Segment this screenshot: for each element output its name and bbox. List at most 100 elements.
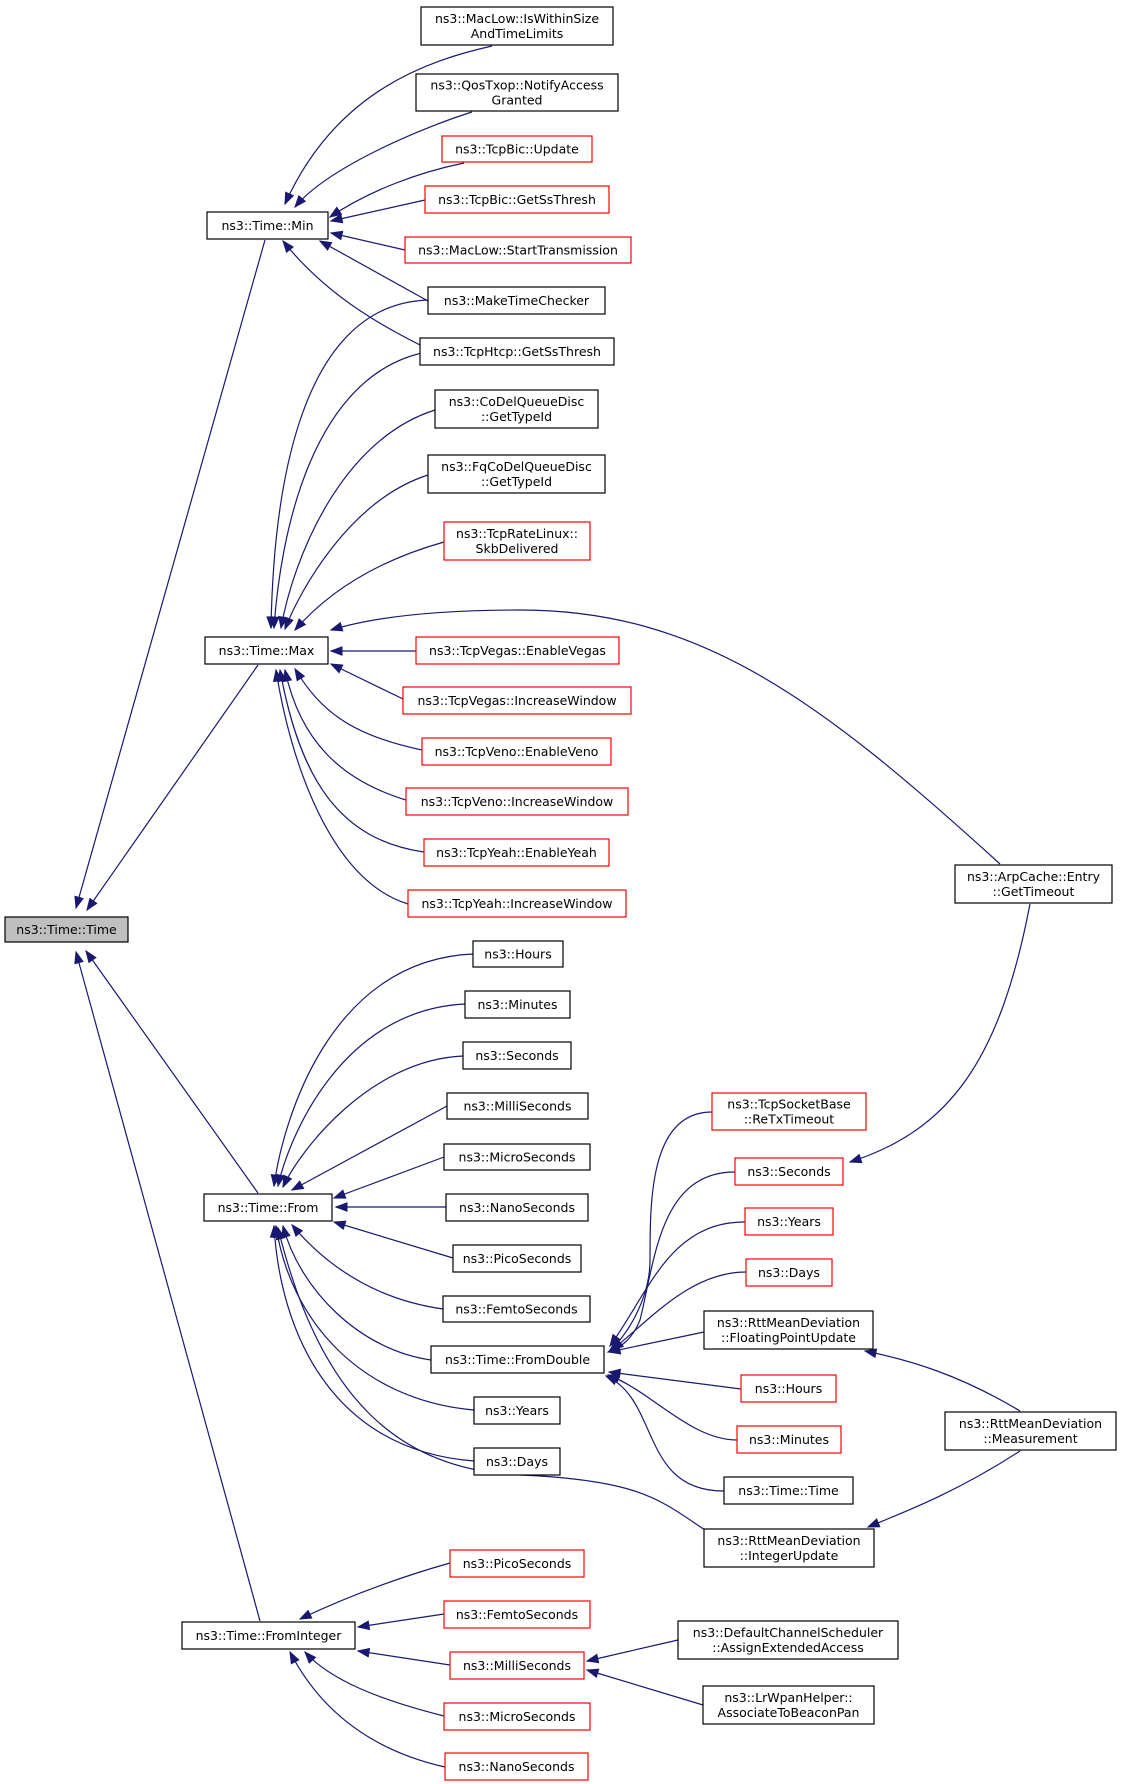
node-n42[interactable]: ns3::RttMeanDeviation::Measurement xyxy=(944,1411,1117,1451)
node-label: ns3::TcpVegas::IncreaseWindow xyxy=(417,693,616,708)
node-n13[interactable]: ns3::FqCoDelQueueDisc::GetTypeId xyxy=(427,454,606,494)
node-label: ns3::MacLow::StartTransmission xyxy=(418,243,618,258)
node-n27[interactable]: ns3::NanoSeconds xyxy=(445,1193,589,1222)
node-box xyxy=(441,135,593,163)
node-label: ns3::TcpBic::Update xyxy=(455,142,579,157)
arrowhead-n45-to-n4 xyxy=(356,1647,371,1658)
node-n7[interactable]: ns3::TcpBic::Update xyxy=(441,135,593,163)
arrowhead-n28-to-n3 xyxy=(332,1220,347,1231)
node-label: ns3::RttMeanDeviation xyxy=(959,1416,1102,1431)
node-n45[interactable]: ns3::MilliSeconds xyxy=(449,1651,585,1680)
node-label: ::GetTypeId xyxy=(481,474,552,489)
node-n35[interactable]: ns3::Years xyxy=(744,1207,834,1236)
arrowhead-n2-to-n0 xyxy=(86,897,98,912)
node-n48[interactable]: ns3::DefaultChannelScheduler::AssignExte… xyxy=(677,1620,899,1660)
edge-n43-to-n4 xyxy=(299,1562,451,1620)
node-n10[interactable]: ns3::MakeTimeChecker xyxy=(427,286,606,315)
node-n21[interactable]: ns3::ArpCache::Entry::GetTimeout xyxy=(954,864,1113,904)
node-n20[interactable]: ns3::TcpYeah::IncreaseWindow xyxy=(407,889,627,918)
node-n49[interactable]: ns3::LrWpanHelper::AssociateToBeaconPan xyxy=(702,1685,875,1725)
arrowhead-n48-to-n45 xyxy=(585,1653,600,1664)
node-label: ::ReTxTimeout xyxy=(744,1112,834,1127)
node-n29[interactable]: ns3::FemtoSeconds xyxy=(442,1295,591,1323)
node-n25[interactable]: ns3::MilliSeconds xyxy=(446,1092,589,1120)
node-n4[interactable]: ns3::Time::FromInteger xyxy=(181,1621,356,1650)
node-n30[interactable]: ns3::Time::FromDouble xyxy=(430,1345,605,1374)
node-box xyxy=(723,1476,854,1505)
node-box xyxy=(444,1752,589,1781)
node-n17[interactable]: ns3::TcpVeno::EnableVeno xyxy=(421,737,612,766)
node-label: ns3::Hours xyxy=(755,1381,822,1396)
node-n24[interactable]: ns3::Seconds xyxy=(462,1041,572,1070)
node-box xyxy=(443,1143,591,1171)
node-label: ns3::Time::Min xyxy=(221,218,313,233)
node-n38[interactable]: ns3::Hours xyxy=(740,1374,837,1403)
node-n22[interactable]: ns3::Hours xyxy=(472,940,564,968)
node-box xyxy=(206,211,329,240)
edge-n37-to-n30 xyxy=(608,1331,705,1353)
arrowhead-n20-to-n2 xyxy=(272,668,283,683)
edge-n21-to-n2 xyxy=(330,609,1001,865)
node-n41[interactable]: ns3::RttMeanDeviation::IntegerUpdate xyxy=(703,1528,875,1568)
node-label: ns3::Days xyxy=(758,1265,820,1280)
edge-n41-to-n3 xyxy=(277,1227,706,1531)
node-label: ns3::MicroSeconds xyxy=(459,1150,576,1165)
node-box xyxy=(745,1258,833,1287)
node-n28[interactable]: ns3::PicoSeconds xyxy=(452,1244,582,1273)
edge-n11-to-n2 xyxy=(273,350,433,629)
edge-n47-to-n4 xyxy=(289,1651,446,1768)
node-box xyxy=(954,864,1113,904)
node-label: ns3::FemtoSeconds xyxy=(456,1607,578,1622)
node-label: ns3::Years xyxy=(757,1214,821,1229)
node-label: AssociateToBeaconPan xyxy=(718,1705,860,1720)
node-n44[interactable]: ns3::FemtoSeconds xyxy=(443,1600,591,1629)
node-n0[interactable]: ns3::Time::Time xyxy=(4,916,129,943)
node-label: ns3::Days xyxy=(486,1454,548,1469)
node-n14[interactable]: ns3::TcpRateLinux::SkbDelivered xyxy=(443,521,591,561)
node-n37[interactable]: ns3::RttMeanDeviation::FloatingPointUpda… xyxy=(703,1310,874,1350)
edge-n7-to-n1 xyxy=(329,162,465,218)
edge-n32-to-n3 xyxy=(273,1225,475,1462)
node-n18[interactable]: ns3::TcpVeno::IncreaseWindow xyxy=(405,787,629,816)
node-box xyxy=(404,236,632,264)
edge-n14-to-n2 xyxy=(294,541,445,631)
node-n11[interactable]: ns3::TcpHtcp::GetSsThresh xyxy=(419,337,615,366)
arrowhead-n10-to-n1 xyxy=(318,240,333,251)
edge-n42-to-n41 xyxy=(867,1450,1021,1528)
node-n39[interactable]: ns3::Minutes xyxy=(736,1425,842,1454)
node-n31[interactable]: ns3::Years xyxy=(473,1396,561,1425)
arrowhead-n41-to-n3 xyxy=(275,1226,286,1241)
node-label: ns3::RttMeanDeviation xyxy=(717,1315,860,1330)
node-n15[interactable]: ns3::TcpVegas::EnableVegas xyxy=(415,636,620,665)
node-box xyxy=(446,1092,589,1120)
node-n1[interactable]: ns3::Time::Min xyxy=(206,211,329,240)
node-box xyxy=(734,1157,844,1186)
node-box xyxy=(449,1549,585,1578)
node-n46[interactable]: ns3::MicroSeconds xyxy=(443,1702,591,1731)
node-n3[interactable]: ns3::Time::From xyxy=(203,1193,333,1222)
node-n16[interactable]: ns3::TcpVegas::IncreaseWindow xyxy=(402,686,632,715)
node-n32[interactable]: ns3::Days xyxy=(473,1447,561,1476)
arrowhead-n27-to-n3 xyxy=(334,1202,348,1212)
node-n47[interactable]: ns3::NanoSeconds xyxy=(444,1752,589,1781)
node-n36[interactable]: ns3::Days xyxy=(745,1258,833,1287)
node-label: AndTimeLimits xyxy=(471,26,564,41)
edge-n26-to-n3 xyxy=(333,1156,445,1199)
node-n34[interactable]: ns3::Seconds xyxy=(734,1157,844,1186)
node-n9[interactable]: ns3::MacLow::StartTransmission xyxy=(404,236,632,264)
node-n40[interactable]: ns3::Time::Time xyxy=(723,1476,854,1505)
edge-n39-to-n30 xyxy=(607,1374,738,1441)
node-n26[interactable]: ns3::MicroSeconds xyxy=(443,1143,591,1171)
node-n19[interactable]: ns3::TcpYeah::EnableYeah xyxy=(423,838,610,867)
node-n23[interactable]: ns3::Minutes xyxy=(464,990,571,1019)
node-n2[interactable]: ns3::Time::Max xyxy=(204,636,329,665)
edge-n45-to-n4 xyxy=(357,1650,451,1666)
node-n33[interactable]: ns3::TcpSocketBase::ReTxTimeout xyxy=(711,1092,867,1131)
node-n43[interactable]: ns3::PicoSeconds xyxy=(449,1549,585,1578)
node-n12[interactable]: ns3::CoDelQueueDisc::GetTypeId xyxy=(434,389,599,429)
edge-n30-to-n3 xyxy=(282,1225,432,1361)
node-n8[interactable]: ns3::TcpBic::GetSsThresh xyxy=(424,185,610,214)
node-box xyxy=(472,940,564,968)
